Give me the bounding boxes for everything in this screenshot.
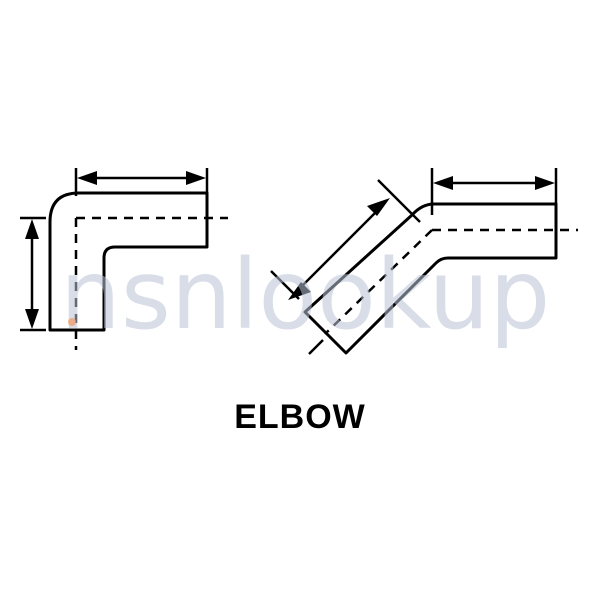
elbow-90-side-arrow-top: [25, 219, 39, 239]
elbow-45-diagonal-dimension-line: [299, 209, 379, 289]
elbow-90-degree: [20, 168, 228, 350]
elbow-45-centerline-diagonal: [324, 229, 433, 335]
elbow-45-diagonal-extension-tail: [308, 339, 324, 355]
elbow-45-diagonal-arrow-bottom: [288, 282, 311, 300]
watermark-dot: [68, 318, 76, 326]
elbow-45-diagonal-arrow-top: [367, 198, 390, 216]
elbow-45-outline: [303, 202, 558, 355]
watermark-text: nsnlookup: [60, 239, 550, 351]
elbow-45-top-arrow-right: [535, 176, 555, 190]
elbow-90-top-arrow-right: [186, 171, 206, 185]
elbow-90-side-arrow-bottom: [25, 309, 39, 329]
elbow-90-top-arrow-left: [77, 171, 97, 185]
elbow-45-diagonal-extension-top: [377, 179, 421, 223]
diagram-caption: ELBOW: [234, 398, 366, 436]
elbow-45-top-arrow-left: [433, 176, 453, 190]
elbow-45-degree: [270, 168, 578, 355]
elbow-90-outline: [48, 191, 209, 332]
